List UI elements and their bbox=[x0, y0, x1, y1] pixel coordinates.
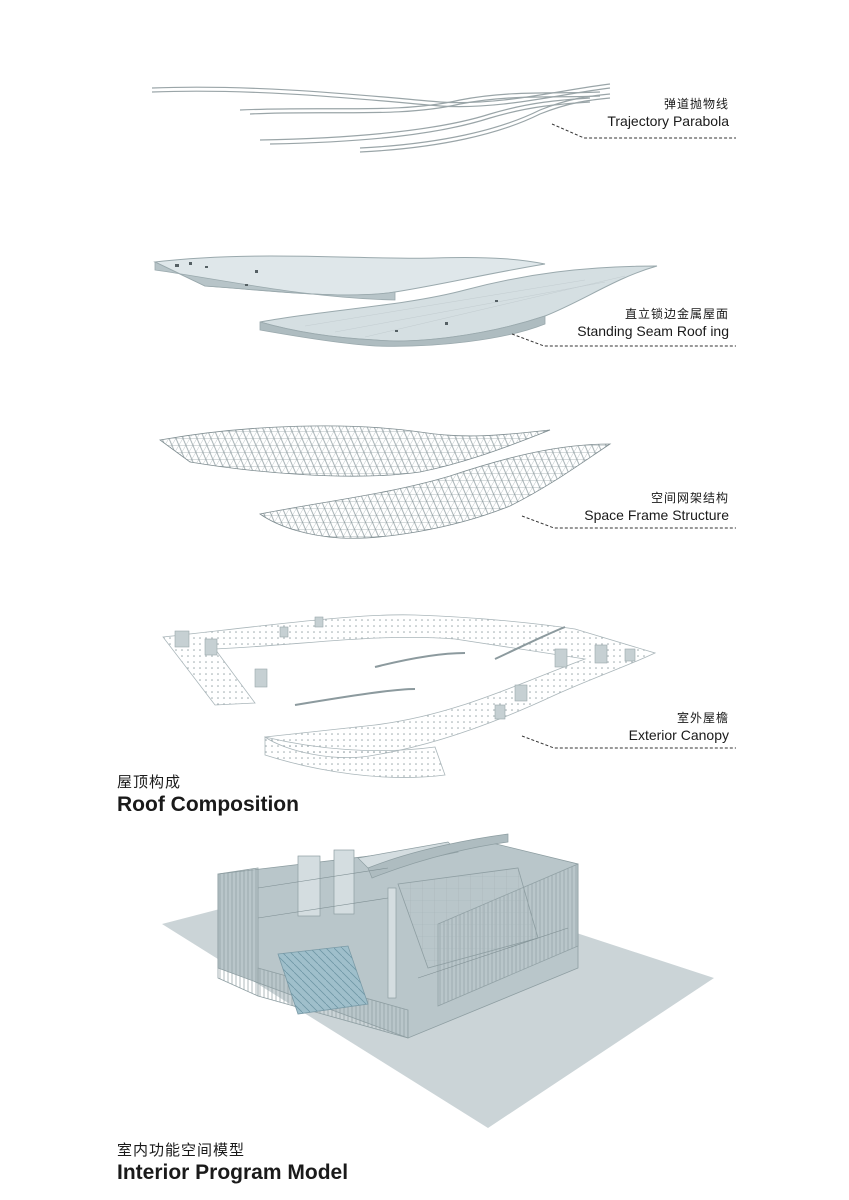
label-en: Exterior Canopy bbox=[628, 727, 729, 743]
section-title-en: Roof Composition bbox=[117, 793, 299, 816]
trajectory-parabola-drawing bbox=[151, 83, 611, 153]
interior-program-model-drawing bbox=[162, 833, 714, 1128]
label-en: Space Frame Structure bbox=[584, 507, 729, 523]
label-exterior-canopy: 室外屋檐 Exterior Canopy bbox=[629, 710, 729, 744]
leader-line-canopy bbox=[521, 735, 736, 749]
standing-seam-roof-drawing bbox=[153, 255, 658, 347]
section-title-interior-program-model: 室内功能空间模型 Interior Program Model bbox=[117, 1140, 348, 1186]
label-space-frame-structure: 空间网架结构 Space Frame Structure bbox=[584, 490, 729, 524]
label-cn: 弹道抛物线 bbox=[663, 97, 729, 111]
label-cn: 直立锁边金属屋面 bbox=[624, 307, 729, 321]
section-title-roof-composition: 屋顶构成 Roof Composition bbox=[117, 772, 299, 818]
section-title-cn: 屋顶构成 bbox=[117, 773, 182, 791]
leader-line-frame bbox=[521, 515, 736, 529]
section-title-cn: 室内功能空间模型 bbox=[117, 1141, 246, 1159]
section-title-en: Interior Program Model bbox=[117, 1161, 349, 1184]
leader-line-roof bbox=[511, 333, 736, 347]
label-cn: 空间网架结构 bbox=[650, 491, 729, 505]
label-en: Standing Seam Roof ing bbox=[577, 323, 729, 339]
space-frame-structure-drawing bbox=[159, 425, 612, 539]
label-cn: 室外屋檐 bbox=[676, 711, 729, 725]
label-trajectory-parabola: 弹道抛物线 Trajectory Parabola bbox=[607, 96, 729, 130]
exterior-canopy-drawing bbox=[162, 614, 657, 778]
label-standing-seam-roofing: 直立锁边金属屋面 Standing Seam Roof ing bbox=[577, 306, 729, 340]
leader-line-trajectory bbox=[551, 123, 736, 139]
label-en: Trajectory Parabola bbox=[607, 113, 729, 129]
